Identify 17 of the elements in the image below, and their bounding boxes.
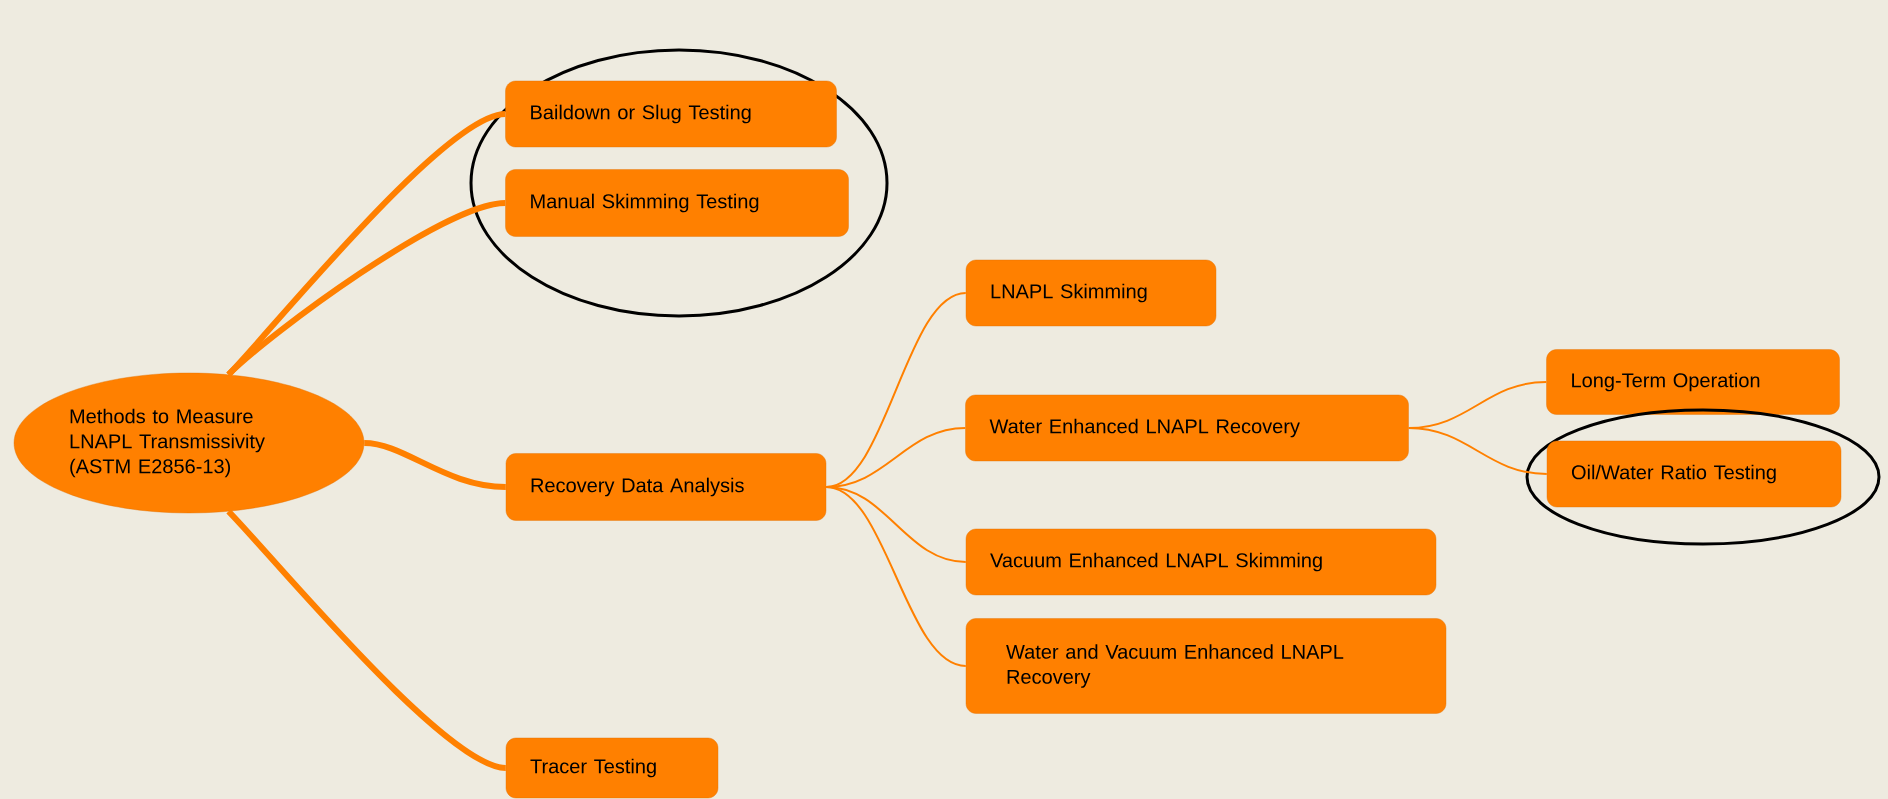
highlight-ellipse <box>1525 408 1881 546</box>
topic-box: Manual Skimming Testing <box>505 169 849 237</box>
topic-box: Baildown or Slug Testing <box>505 80 837 148</box>
topic-box: Long-Term Operation <box>1546 349 1840 415</box>
topic-box: Water Enhanced LNAPL Recovery <box>965 394 1409 462</box>
connector-line <box>226 509 507 771</box>
topic-box: Recovery Data Analysis <box>505 453 827 521</box>
topic-box: Oil/Water Ratio Testing <box>1546 440 1842 508</box>
connector-line <box>363 440 506 490</box>
connector-line <box>226 200 506 377</box>
highlight-ellipse <box>469 48 889 318</box>
connector-line <box>825 486 967 667</box>
topic-box: Vacuum Enhanced LNAPL Skimming <box>965 528 1437 596</box>
connector-line <box>1407 427 1548 475</box>
topic-box: Tracer Testing <box>505 737 719 799</box>
topic-box: LNAPL Skimming <box>965 259 1217 327</box>
topic-box: Water and Vacuum Enhanced LNAPL Recovery <box>965 618 1447 714</box>
